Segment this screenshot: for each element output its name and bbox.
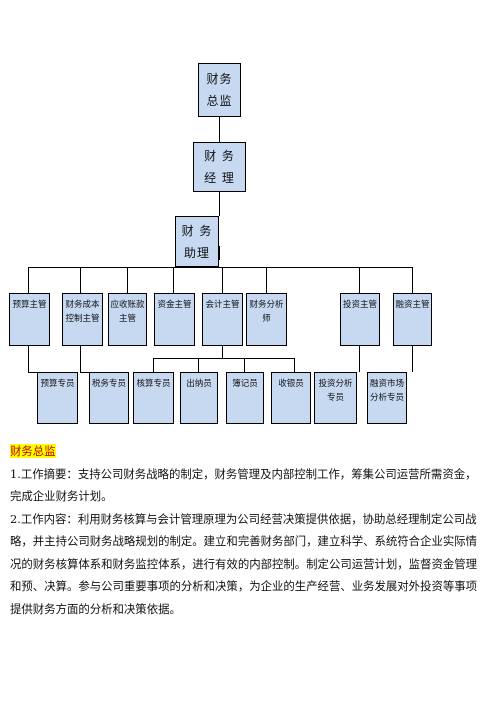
connector-line (80, 267, 81, 293)
financing-supervisor-box: 融资主管 (393, 293, 432, 346)
connector-line (294, 358, 295, 372)
cashier-box: 出纳员 (180, 372, 218, 424)
connector-line (153, 358, 154, 372)
connector-line (219, 192, 220, 216)
connector-line (219, 246, 220, 260)
connector-line (219, 117, 220, 142)
connector-bus (153, 358, 295, 359)
cfo-box: 财务 总监 (198, 63, 241, 117)
finance-assistant-box: 财 务 助理 (175, 216, 219, 267)
accounting-staff-box: 核算专员 (133, 372, 174, 424)
connector-line (412, 346, 413, 372)
connector-line (28, 346, 29, 373)
section-heading-line: 财务总监 (10, 440, 480, 463)
tax-staff-box: 税务专员 (89, 372, 129, 424)
connector-line (222, 346, 223, 359)
budget-staff-box: 预算专员 (37, 372, 78, 424)
connector-line (127, 267, 128, 293)
connector-line (80, 346, 81, 373)
connector-line (80, 372, 89, 373)
paragraph-summary: 1.工作摘要：支持公司财务战略的制定，财务管理及内部控制工作，筹集公司运营所需资… (10, 466, 477, 504)
investment-supervisor-box: 投资主管 (340, 293, 380, 346)
budget-supervisor-box: 预算主管 (9, 293, 50, 346)
connector-line (198, 358, 199, 372)
connector-line (28, 267, 29, 293)
investment-analyst-box: 投资分析 专员 (314, 372, 357, 424)
connector-line (173, 267, 174, 293)
paragraph-content: 2.工作内容：利用财务核算与会计管理原理为公司经营决策提供依据，协助总经理制定公… (10, 511, 478, 616)
connector-line (266, 267, 267, 293)
cash-register-clerk-box: 收银员 (271, 372, 311, 424)
connector-line (412, 267, 413, 293)
connector-line (222, 267, 223, 293)
section-heading: 财务总监 (10, 444, 56, 458)
accounting-supervisor-box: 会计主管 (202, 293, 243, 346)
funds-supervisor-box: 资金主管 (154, 293, 195, 346)
receivables-supervisor-box: 应收账款 主管 (108, 293, 147, 346)
connector-line (28, 372, 37, 373)
connector-bus (28, 267, 413, 268)
financing-market-analyst-box: 融资市场 分析专员 (367, 372, 407, 424)
org-chart: 财务 总监 财 务 经 理 财 务 助理 预算主管 财务成本 控制主管 应收账款… (9, 63, 432, 424)
connector-line (359, 346, 360, 372)
finance-manager-box: 财 务 经 理 (193, 142, 246, 192)
cost-control-supervisor-box: 财务成本 控制主管 (62, 293, 103, 346)
connector-line (244, 358, 245, 372)
job-description: 财务总监 1.工作摘要：支持公司财务战略的制定，财务管理及内部控制工作，筹集公司… (10, 440, 480, 620)
bookkeeper-box: 簿记员 (226, 372, 264, 424)
financial-analyst-box: 财务分析 师 (246, 293, 287, 346)
connector-line (359, 267, 360, 293)
